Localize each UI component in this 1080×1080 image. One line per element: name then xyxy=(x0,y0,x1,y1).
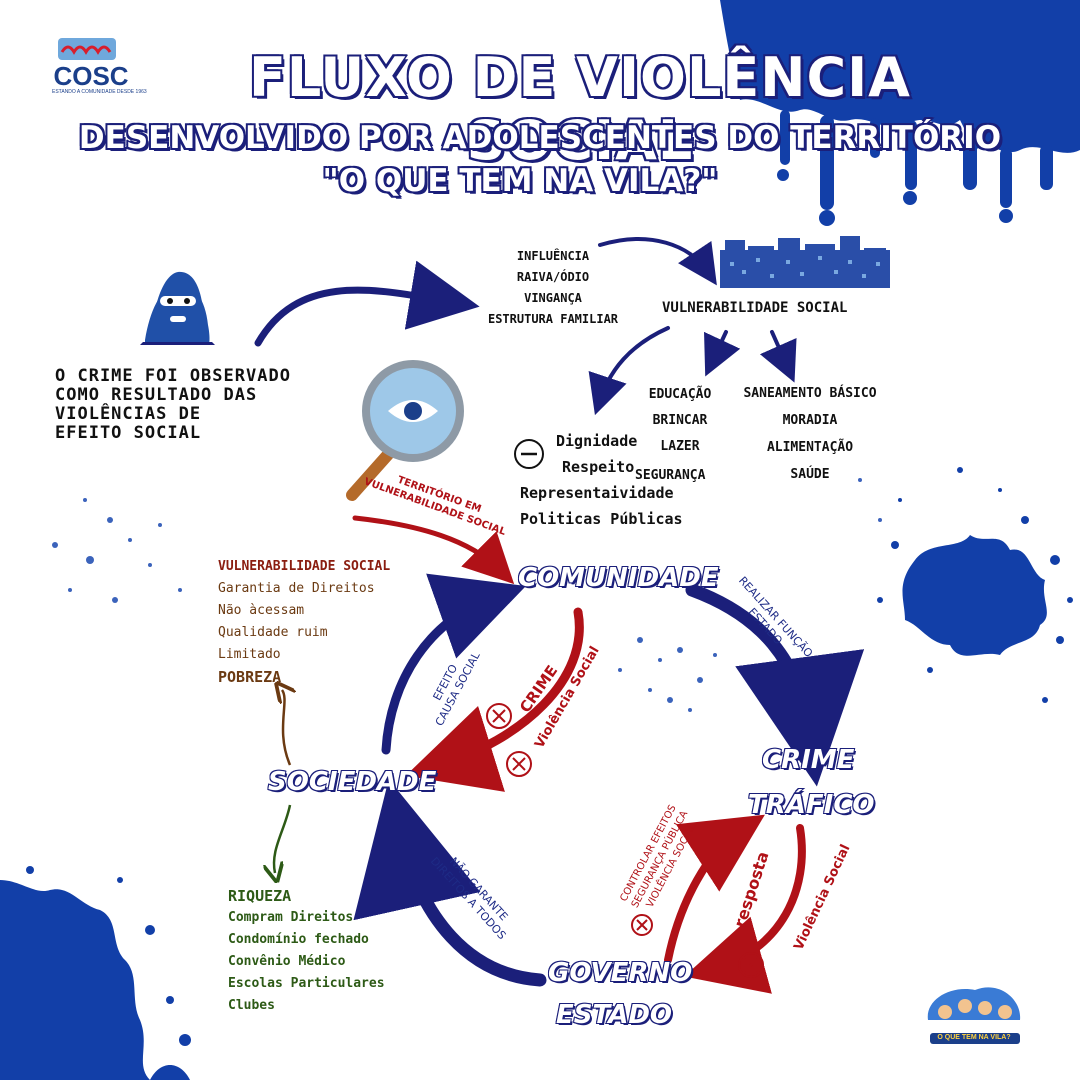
education-item: EDUCAÇÃO xyxy=(648,387,712,402)
masked-man-icon xyxy=(140,271,215,345)
security-label: SEGURANÇA xyxy=(635,468,706,483)
arrow-vulnerability-to-dignity xyxy=(588,326,670,416)
dignity-list: Dignidade Respeito Representaividade Pol… xyxy=(520,428,683,532)
minus-circle-icon xyxy=(514,439,544,469)
crime-statement-line-4: EFEITO SOCIAL xyxy=(55,423,202,443)
crime-statement-line-2: COMO RESULTADO DAS xyxy=(55,385,258,405)
causes-list: INFLUÊNCIA RAIVA/ÓDIO VINGANÇA ESTRUTURA… xyxy=(468,246,638,330)
paint-splash-top-right xyxy=(720,0,1080,226)
cosc-logo xyxy=(58,38,116,60)
sanitation-item: SAÚDE xyxy=(790,467,830,482)
arrow-territory-to-community xyxy=(352,515,515,585)
paint-splash-bottom-left xyxy=(0,866,191,1080)
dignity-item: Respeito xyxy=(562,458,635,476)
cross-circle-icon-4 xyxy=(738,952,764,978)
logo-text: COSC ESTANDO A COMUNIDADE DESDE 1963 xyxy=(52,61,147,95)
wealth-item: Condomínio fechado xyxy=(228,932,369,947)
sanitation-item: SANEAMENTO BÁSICO xyxy=(743,386,877,401)
node-state: ESTADO xyxy=(555,999,673,1031)
logo-tagline: ESTANDO A COMUNIDADE DESDE 1963 xyxy=(52,89,147,95)
arrow-community-to-society xyxy=(405,607,584,792)
poverty-item: Limitado xyxy=(218,647,281,662)
cause-item: INFLUÊNCIA xyxy=(516,249,590,263)
cross-circle-icon-2 xyxy=(506,751,532,777)
poverty-title: VULNERABILIDADE SOCIAL xyxy=(218,559,391,574)
wealth-item: Convênio Médico xyxy=(228,954,346,969)
arrow-society-to-community xyxy=(381,573,526,755)
sanitation-list: SANEAMENTO BÁSICO MORADIA ALIMENTAÇÃO SA… xyxy=(730,380,890,488)
wealth-item: Clubes xyxy=(228,998,275,1013)
favela-skyline-icon xyxy=(720,236,890,288)
arrow-crime-to-government xyxy=(684,824,806,994)
wealth-list: RIQUEZA Compram Direitos Condomínio fech… xyxy=(228,885,385,1017)
poverty-footer: POBREZA xyxy=(218,668,282,686)
arrow-society-to-wealth xyxy=(274,804,292,873)
dignity-item: Politicas Públicas xyxy=(520,510,683,528)
crime-statement-line-1: O CRIME FOI OBSERVADO xyxy=(55,366,291,386)
arrow-influence-to-vulnerability xyxy=(598,237,717,286)
sanitation-item: MORADIA xyxy=(782,413,838,428)
poverty-item: Qualidade ruim xyxy=(218,625,328,640)
node-society: SOCIEDADE xyxy=(267,766,437,798)
cross-circle-icon-1 xyxy=(486,703,512,729)
arrow-vulnerability-to-education xyxy=(704,330,741,377)
node-government: GOVERNO xyxy=(547,957,693,989)
arrow-crime-to-causes xyxy=(254,260,480,347)
education-item: LAZER xyxy=(660,439,700,454)
poverty-item: Garantia de Direitos xyxy=(218,581,375,596)
project-logo-text: O QUE TEM NA VILA? xyxy=(937,1034,1011,1041)
wealth-item: Escolas Particulares xyxy=(228,976,385,991)
arrow-vulnerability-to-sanitation xyxy=(759,330,797,383)
node-trafficking: TRÁFICO xyxy=(747,789,875,821)
arrow-society-to-poverty xyxy=(282,690,290,766)
dignity-item: Dignidade xyxy=(556,432,638,450)
project-logo xyxy=(927,987,1021,1044)
arrow-government-to-crime xyxy=(664,814,765,964)
logo-name: COSC xyxy=(53,61,129,91)
node-crime: CRIME xyxy=(761,744,855,776)
paint-speckles xyxy=(52,478,882,712)
education-item: BRINCAR xyxy=(652,413,708,428)
poverty-list: VULNERABILIDADE SOCIAL Garantia de Direi… xyxy=(218,556,390,688)
wealth-title: RIQUEZA xyxy=(228,887,292,905)
page-subtitle-1: DESENVOLVIDO POR ADOLESCENTES DO TERRITÓ… xyxy=(77,119,1002,158)
sanitation-item: ALIMENTAÇÃO xyxy=(766,440,854,455)
cause-item: RAIVA/ÓDIO xyxy=(516,270,590,284)
page-title: FLUXO DE VIOLÊNCIA SOCIAL xyxy=(248,45,912,174)
education-list: EDUCAÇÃO BRINCAR LAZER xyxy=(630,382,730,460)
paint-splash-right xyxy=(877,467,1073,703)
cause-item: ESTRUTURA FAMILIAR xyxy=(487,312,619,326)
poverty-item: Não àcessam xyxy=(218,603,305,618)
crime-statement-line-3: VIOLÊNCIAS DE xyxy=(55,404,202,424)
node-community: COMUNIDADE xyxy=(517,562,720,594)
cross-circle-icon-3 xyxy=(631,914,653,936)
dignity-item: Representaividade xyxy=(520,484,674,502)
page-subtitle-2: "O QUE TEM NA VILA?" xyxy=(321,162,719,201)
arrow-community-to-crime xyxy=(685,583,865,787)
arrow-government-to-society xyxy=(353,779,547,987)
magnifier-eye-icon xyxy=(346,360,464,501)
crime-statement: O CRIME FOI OBSERVADO COMO RESULTADO DAS… xyxy=(55,367,291,443)
cause-item: VINGANÇA xyxy=(524,291,582,305)
social-vulnerability-label: VULNERABILIDADE SOCIAL xyxy=(662,300,848,316)
wealth-item: Compram Direitos xyxy=(228,910,354,925)
